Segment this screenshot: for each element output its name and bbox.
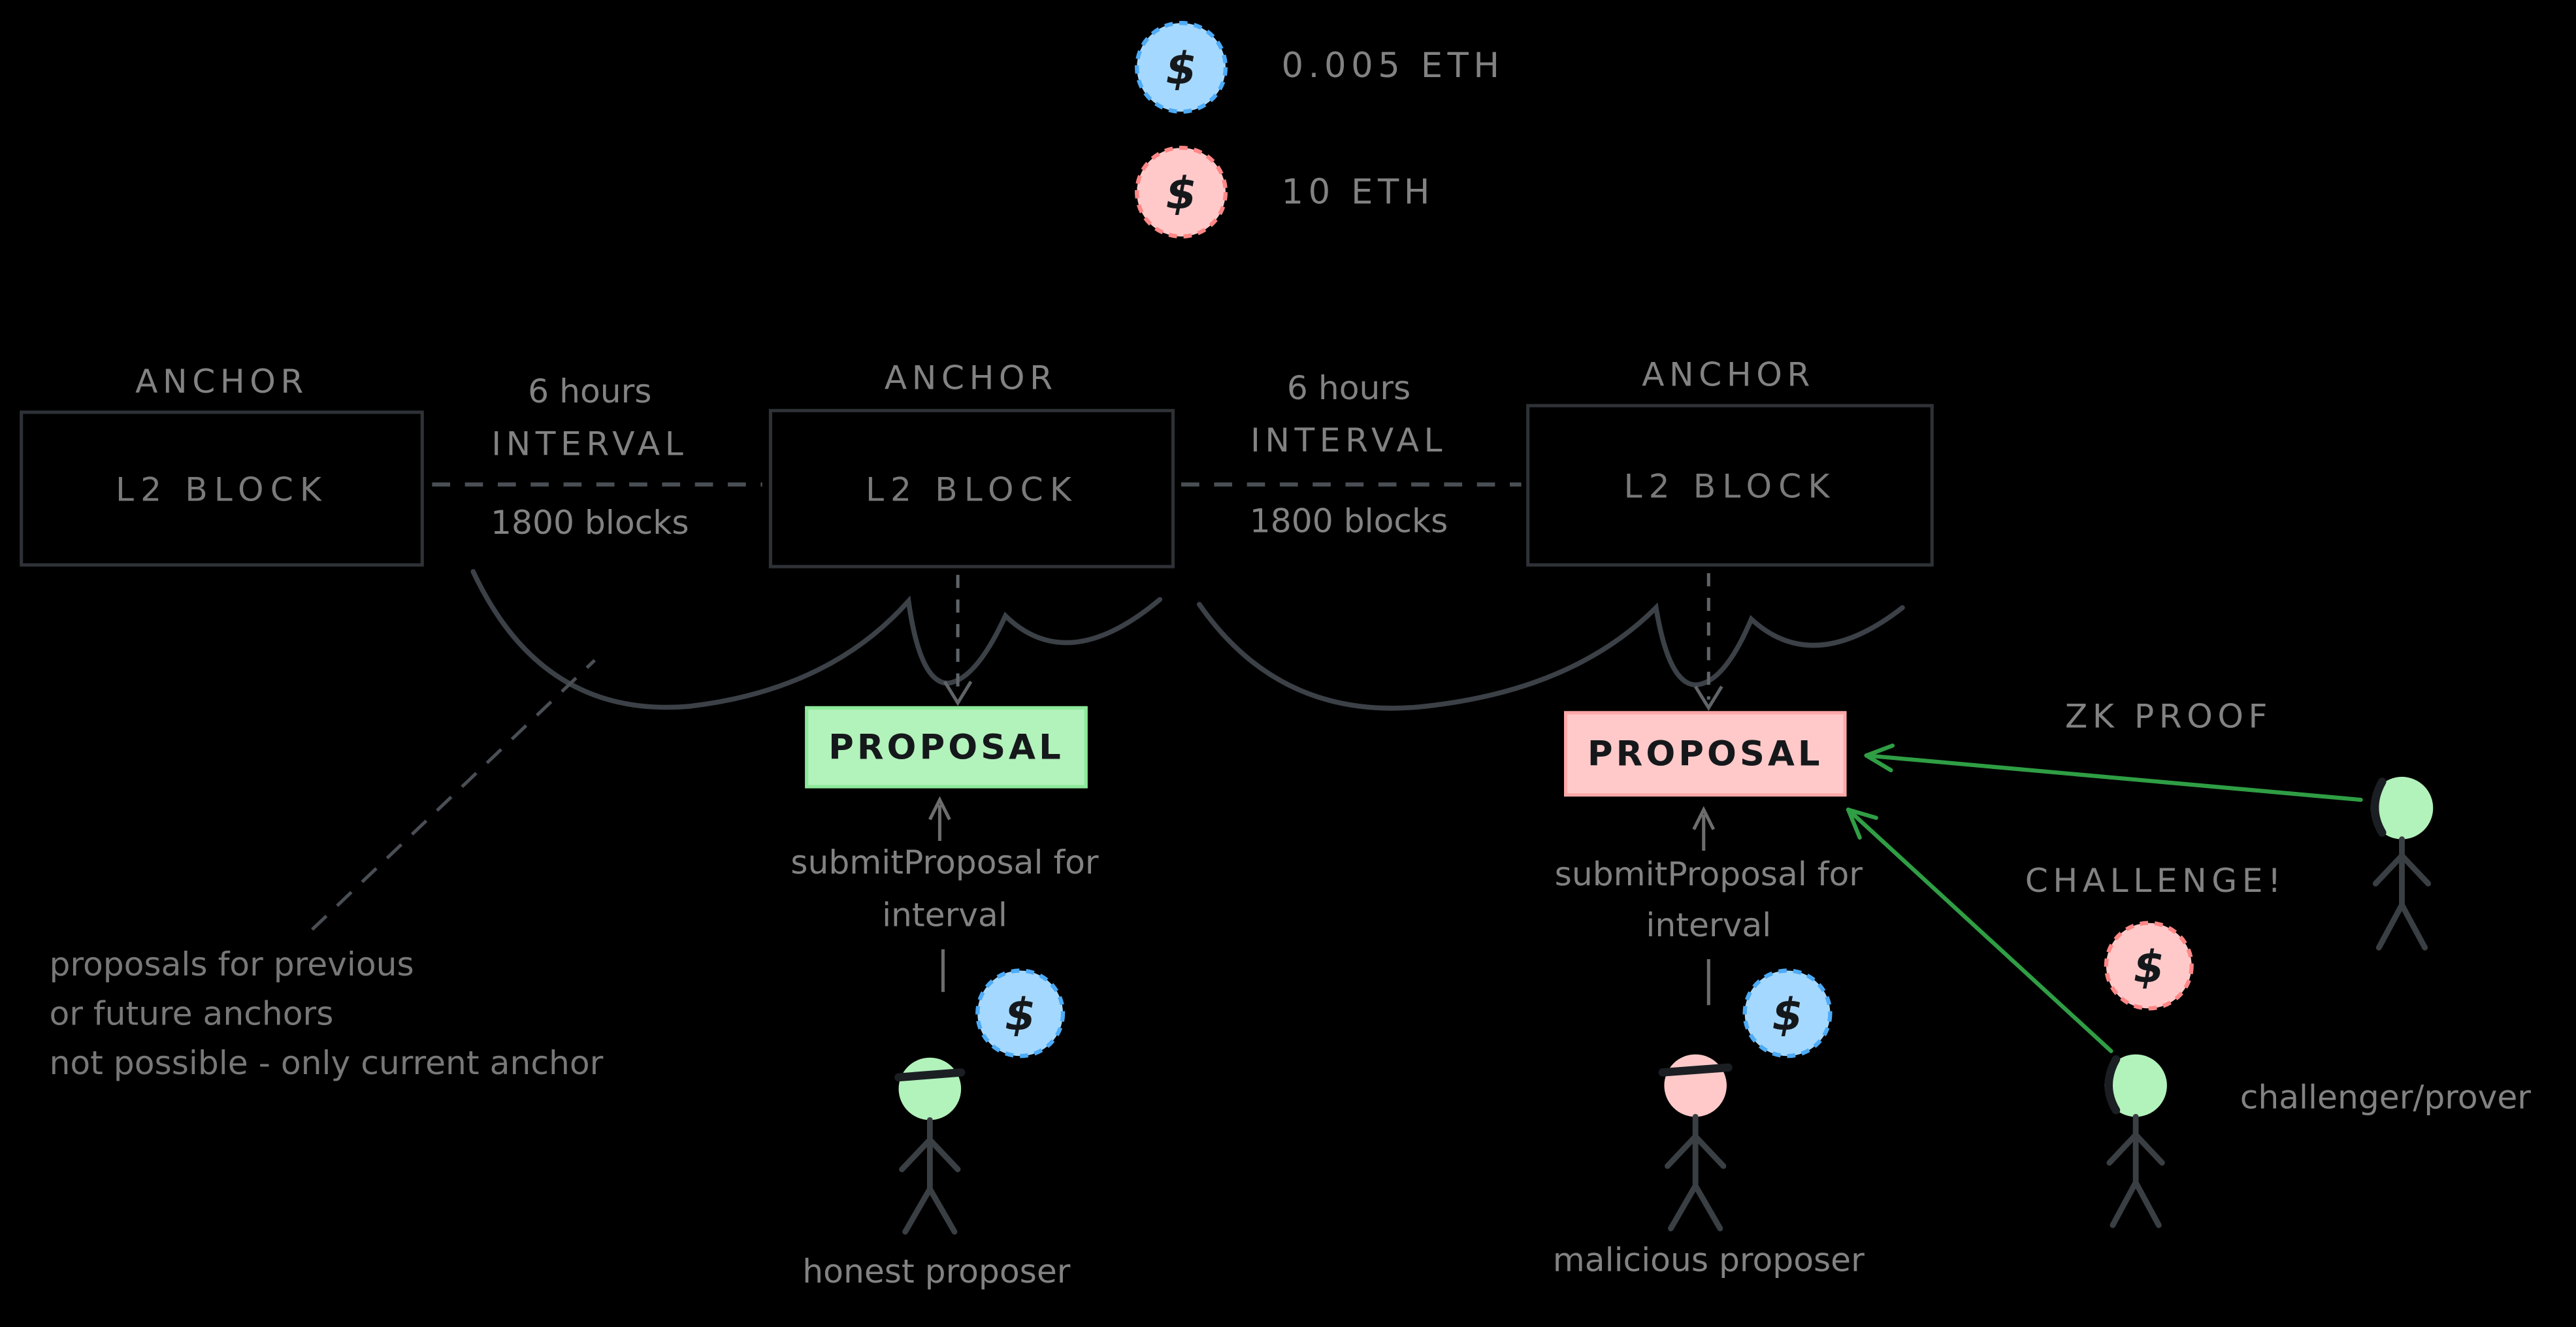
interval-1-blocks: 1800 blocks <box>490 502 689 542</box>
submit-proposal-2-line2: interval <box>1646 904 1772 945</box>
anchor-1-title: ANCHOR <box>135 361 308 401</box>
malicious-proposer-label: malicious proposer <box>1552 1239 1865 1280</box>
challenger-figure-lower <box>2104 1054 2167 1228</box>
zk-proof-arrow <box>1864 744 2363 802</box>
zk-proof-label: ZK PROOF <box>2064 696 2272 736</box>
note-dashed-line <box>311 659 596 931</box>
legend-coin-challenge-bond: $ <box>1135 146 1228 239</box>
challenger-figure-upper <box>2370 776 2434 951</box>
challenge-label: CHALLENGE! <box>2025 860 2286 900</box>
interval-2-duration: 6 hours <box>1286 368 1411 408</box>
proposal-box-honest-label: PROPOSAL <box>828 727 1064 767</box>
challenge-coin: $ <box>2104 921 2194 1011</box>
challenger-prover-label: challenger/prover <box>2240 1077 2531 1117</box>
left-note-line1: proposals for previous <box>49 944 414 984</box>
malicious-proposer-figure <box>1658 1054 1733 1232</box>
dollar-icon: $ <box>1005 989 1035 1041</box>
submit-proposal-arrow-2 <box>1692 806 1716 1006</box>
malicious-proposer-coin: $ <box>1742 968 1833 1058</box>
proposal-box-malicious: PROPOSAL <box>1563 711 1847 797</box>
interval-2-blocks: 1800 blocks <box>1249 500 1448 540</box>
anchor-2-block: L2 BLOCK <box>768 408 1175 568</box>
legend-label-proposal-bond: 0.005 ETH <box>1281 46 1505 86</box>
anchor-2-title: ANCHOR <box>884 357 1058 398</box>
anchor-2-block-label: L2 BLOCK <box>865 468 1078 508</box>
challenge-arrow <box>1846 808 2113 1053</box>
anchor-3-block: L2 BLOCK <box>1526 404 1934 567</box>
left-note-line2: or future anchors <box>49 993 334 1034</box>
anchor-1-block-label: L2 BLOCK <box>116 468 328 508</box>
honest-proposer-figure <box>894 1057 966 1235</box>
left-note-line3: not possible - only current anchor <box>49 1043 604 1083</box>
anchor-to-proposal-arrow-1 <box>943 574 973 706</box>
anchor-to-proposal-arrow-2 <box>1694 573 1723 712</box>
timeline-squiggle-1 <box>470 568 1163 710</box>
proposal-box-malicious-label: PROPOSAL <box>1587 734 1823 774</box>
interval-1-label: INTERVAL <box>491 423 689 463</box>
submit-proposal-1-line2: interval <box>882 894 1007 935</box>
submit-proposal-2-line1: submitProposal for <box>1554 854 1863 894</box>
proposal-box-honest: PROPOSAL <box>805 706 1088 789</box>
anchor-3-block-label: L2 BLOCK <box>1623 465 1836 505</box>
legend-coin-proposal-bond: $ <box>1135 21 1228 114</box>
honest-proposer-coin: $ <box>975 968 1066 1058</box>
timeline-squiggle-2 <box>1196 602 1905 711</box>
dollar-icon: $ <box>1166 43 1196 95</box>
dollar-icon: $ <box>1166 168 1196 220</box>
dollar-icon: $ <box>2134 942 2164 993</box>
legend-label-challenge-bond: 10 ETH <box>1281 172 1435 212</box>
interval-1-duration: 6 hours <box>528 371 652 411</box>
interval-2-label: INTERVAL <box>1250 420 1448 460</box>
submit-proposal-1-line1: submitProposal for <box>791 842 1099 882</box>
dollar-icon: $ <box>1772 989 1802 1041</box>
anchor-3-title: ANCHOR <box>1642 354 1815 395</box>
submit-proposal-arrow-1 <box>928 796 951 992</box>
honest-proposer-label: honest proposer <box>802 1251 1071 1291</box>
anchor-1-block: L2 BLOCK <box>20 410 424 567</box>
